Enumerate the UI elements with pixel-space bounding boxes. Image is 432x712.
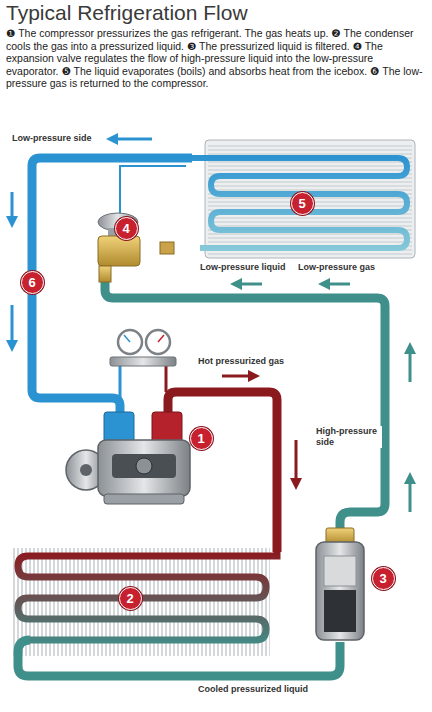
compressor-base [104, 494, 184, 504]
liquid-line [105, 280, 385, 534]
callout-text: 3 [379, 572, 386, 585]
callout-text: 1 [197, 432, 204, 445]
callout-number: 2 [119, 587, 142, 610]
flow-label: Low-pressure gas [296, 262, 377, 273]
callout-number: 1 [190, 427, 213, 450]
callout-number: 6 [21, 271, 44, 294]
flow-arrowhead [106, 133, 118, 145]
callout-number: 3 [372, 567, 395, 590]
flow-arrowhead [248, 370, 260, 382]
equalizer-line [120, 166, 186, 214]
diagram-title: Typical Refrigeration Flow [6, 1, 248, 25]
flow-arrowhead [404, 342, 416, 354]
condenser-coil [18, 550, 277, 640]
flow-label: Low-pressure liquid [198, 262, 288, 273]
flow-arrowhead [230, 278, 242, 290]
flow-label: Low-pressure side [10, 133, 94, 144]
desiccant [324, 590, 356, 632]
gauge-hose [119, 366, 122, 398]
valve-inlet [99, 266, 111, 282]
suction-cylinder [104, 412, 134, 444]
flow-arrow [295, 440, 298, 480]
gauge-needle [124, 335, 130, 342]
flow-label: Hot pressurized gas [196, 356, 286, 367]
flow-label: Cooled pressurized liquid [196, 684, 310, 695]
flow-arrow [11, 192, 14, 218]
crankcase [112, 454, 176, 478]
compressor-housing [98, 440, 190, 496]
flow-arrowhead [290, 478, 302, 490]
evaporator-coil [190, 158, 407, 248]
flow-arrowhead [318, 278, 330, 290]
flow-label: High-pressure side [314, 426, 382, 448]
flow-arrow [328, 283, 350, 286]
pressure-gauge [146, 330, 170, 354]
callout-text: 5 [298, 197, 305, 210]
callout-text: 4 [122, 222, 129, 235]
pulley-hub [80, 464, 92, 476]
valve-body [98, 236, 140, 266]
valve-nut [160, 242, 174, 254]
crankshaft [136, 458, 152, 474]
callout-text: 6 [28, 276, 35, 289]
flow-arrow [116, 138, 152, 141]
callout-number: 4 [115, 217, 138, 240]
gauge-hose [165, 366, 168, 392]
gauge-manifold [110, 357, 176, 366]
diagram-caption: ❶ The compressor pressurizes the gas ref… [6, 27, 426, 90]
filter-drier [316, 542, 364, 640]
flow-arrowhead [404, 472, 416, 484]
gauge-needle [158, 335, 164, 342]
drier-screen [324, 556, 356, 586]
flow-arrowhead [6, 216, 18, 228]
condenser-outlet-pipe [18, 640, 340, 676]
flow-arrow [222, 375, 250, 378]
flow-arrow [409, 482, 412, 512]
pressure-gauge [118, 330, 142, 354]
flow-arrow [240, 283, 262, 286]
callout-number: 5 [291, 192, 314, 215]
callout-text: 2 [126, 592, 133, 605]
flow-arrow [409, 352, 412, 382]
discharge-cylinder [152, 412, 182, 444]
flow-arrowhead [6, 340, 18, 352]
flow-arrow [11, 305, 14, 342]
suction-pipe [32, 158, 192, 414]
